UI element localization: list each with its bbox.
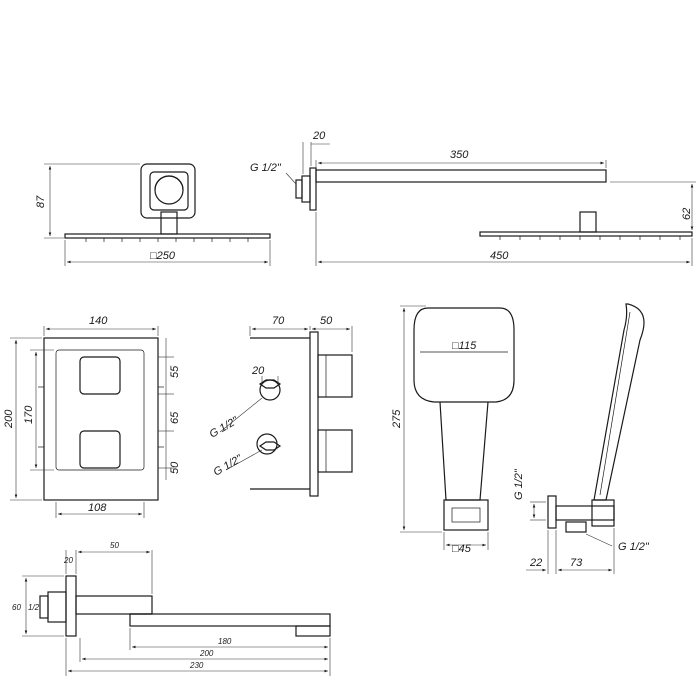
arm-flange-label: 20 [312,130,326,142]
mixer-inner-width-label: 108 [88,502,107,514]
spout-180-label: 180 [218,637,232,646]
inlet-top-thread-label: G 1/2" [208,414,242,440]
head-width-label: □250 [150,250,176,262]
mixer-upper-offset-label: 55 [169,365,181,378]
mixer-front-view: 140 200 170 108 55 65 50 [3,315,181,518]
arm-length-label: 350 [450,149,469,161]
mixer-lower-offset-label: 50 [169,461,181,474]
mixer-inner-height-label: 170 [23,405,35,424]
outlet-side-thread-label: G 1/2" [513,468,525,500]
hand-length-label: 275 [391,409,403,429]
hex-size-label: 20 [251,365,265,377]
spout-200-label: 200 [199,649,214,658]
mixer-side-view: 70 50 20 G 1/2" G 1/2" [208,315,353,497]
spout-230-label: 230 [189,661,204,670]
hand-head-size-label: □115 [452,340,477,352]
handle-size-label: □45 [452,543,472,555]
total-length-label: 450 [490,250,509,262]
head-side-height-label: 62 [681,208,693,220]
outlet-bottom-thread-label: G 1/2" [618,541,650,553]
outlet-length-label: 73 [570,557,583,569]
mixer-spacing-label: 65 [169,411,181,424]
spout-top-label: 50 [110,541,119,550]
hand-shower-view: □115 275 □45 [391,305,515,555]
outlet-depth-label: 22 [529,557,542,569]
shower-head-front-view: 87 □250 [35,163,271,266]
head-height-label: 87 [35,195,47,208]
spout-view: 20 50 60 1/2 180 200 230 [12,541,331,676]
spout-flange-label: 20 [63,556,73,565]
mixer-front-depth-label: 50 [320,315,333,327]
spout-height-label: 60 [12,603,21,612]
wall-outlet-view: G 1/2" 22 73 G 1/2" [513,303,650,574]
arm-thread-label: G 1/2" [250,162,282,174]
inlet-bottom-thread-label: G 1/2" [212,452,246,478]
mixer-body-depth-label: 70 [272,315,285,327]
mixer-width-label: 140 [89,315,108,327]
shower-head-side-view: 20 G 1/2" 350 450 62 [250,130,696,266]
mixer-height-label: 200 [3,409,15,429]
spout-thread-label: 1/2 [28,603,40,612]
